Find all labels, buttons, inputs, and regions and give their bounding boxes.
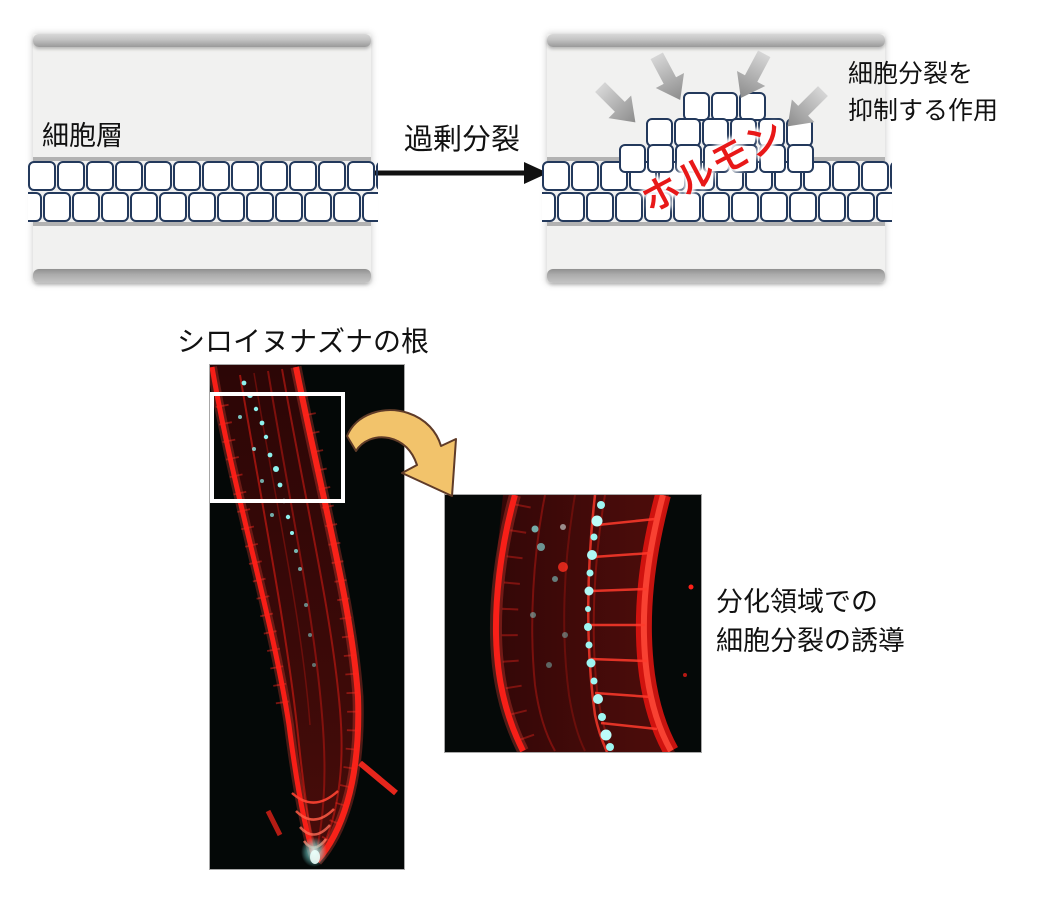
extra-cell-row — [619, 144, 814, 173]
transition-label: 過剰分裂 — [403, 124, 520, 156]
cell-grid — [542, 161, 892, 222]
cell-row — [542, 161, 892, 191]
cell — [144, 161, 172, 191]
root-confocal-image — [207, 364, 405, 870]
cell — [675, 144, 702, 173]
cell — [231, 161, 259, 191]
tissue-boundary-bar — [547, 269, 885, 283]
caption-line: 抑制する作用 — [848, 97, 999, 125]
pressure-arrow-icon — [595, 82, 636, 123]
cell-grid — [28, 161, 378, 222]
cell — [674, 118, 701, 147]
cell — [57, 161, 85, 191]
cell — [571, 161, 599, 191]
cell — [731, 144, 758, 173]
layer-divider-line — [797, 157, 885, 161]
caption-line: 細胞分裂の誘導 — [716, 626, 905, 656]
extra-cell-row — [683, 92, 766, 121]
cell — [861, 161, 889, 191]
cell — [619, 144, 646, 173]
cell — [702, 192, 730, 222]
cell — [304, 192, 332, 222]
cell — [542, 192, 556, 222]
cell — [703, 144, 730, 173]
cell — [72, 192, 100, 222]
cell — [787, 144, 814, 173]
cell — [586, 192, 614, 222]
cell — [86, 161, 114, 191]
cell-row — [542, 192, 892, 222]
layer-divider-line — [547, 222, 885, 226]
cell — [28, 192, 42, 222]
root-inset-image — [444, 492, 702, 755]
suppression-caption: 細胞分裂を 抑制する作用 — [848, 56, 998, 130]
root-image-title: シロイヌナズナの根 — [177, 326, 430, 357]
cell — [731, 192, 759, 222]
cell — [173, 161, 201, 191]
cell — [847, 192, 875, 222]
cell — [217, 192, 245, 222]
cell — [876, 192, 892, 222]
cell — [28, 161, 56, 191]
highlight-box — [210, 392, 345, 503]
cell — [115, 161, 143, 191]
cell-row — [28, 161, 378, 191]
cell — [542, 161, 570, 191]
right-arrow-icon — [375, 162, 548, 184]
cell — [101, 192, 129, 222]
cell — [673, 192, 701, 222]
cell — [646, 118, 673, 147]
overproliferation-panel: ホルモン — [542, 34, 892, 283]
cell-layer-label: 細胞層 — [42, 121, 123, 151]
cell — [644, 192, 672, 222]
induction-caption: 分化領域での 細胞分裂の誘導 — [716, 583, 905, 661]
cell — [362, 192, 378, 222]
cell — [647, 144, 674, 173]
cell — [246, 192, 274, 222]
cell — [789, 192, 817, 222]
tissue-boundary-bar — [33, 269, 371, 283]
cell — [333, 192, 361, 222]
cell — [347, 161, 375, 191]
cell — [711, 92, 738, 121]
cell — [890, 161, 892, 191]
cell — [130, 192, 158, 222]
cell — [615, 192, 643, 222]
cell — [758, 118, 785, 147]
layer-divider-line — [547, 157, 625, 161]
cell — [683, 92, 710, 121]
cell — [759, 144, 786, 173]
cell — [289, 161, 317, 191]
cell — [318, 161, 346, 191]
tissue-boundary-bar — [547, 34, 885, 47]
cell-row — [28, 192, 378, 222]
normal-cell-layer-panel: 細胞層 — [28, 34, 378, 283]
caption-line: 分化領域での — [716, 587, 878, 617]
cell — [43, 192, 71, 222]
cell — [818, 192, 846, 222]
cell — [730, 118, 757, 147]
caption-line: 細胞分裂を — [848, 60, 974, 88]
cell — [376, 161, 378, 191]
cell — [702, 118, 729, 147]
cell — [159, 192, 187, 222]
cell — [275, 192, 303, 222]
cell — [832, 161, 860, 191]
layer-divider-line — [33, 222, 371, 226]
cell — [202, 161, 230, 191]
cell — [557, 192, 585, 222]
tissue-boundary-bar — [33, 34, 371, 47]
cell — [760, 192, 788, 222]
layer-divider-line — [33, 157, 371, 161]
cell — [260, 161, 288, 191]
zoom-arrow-icon — [346, 409, 457, 497]
cell — [188, 192, 216, 222]
